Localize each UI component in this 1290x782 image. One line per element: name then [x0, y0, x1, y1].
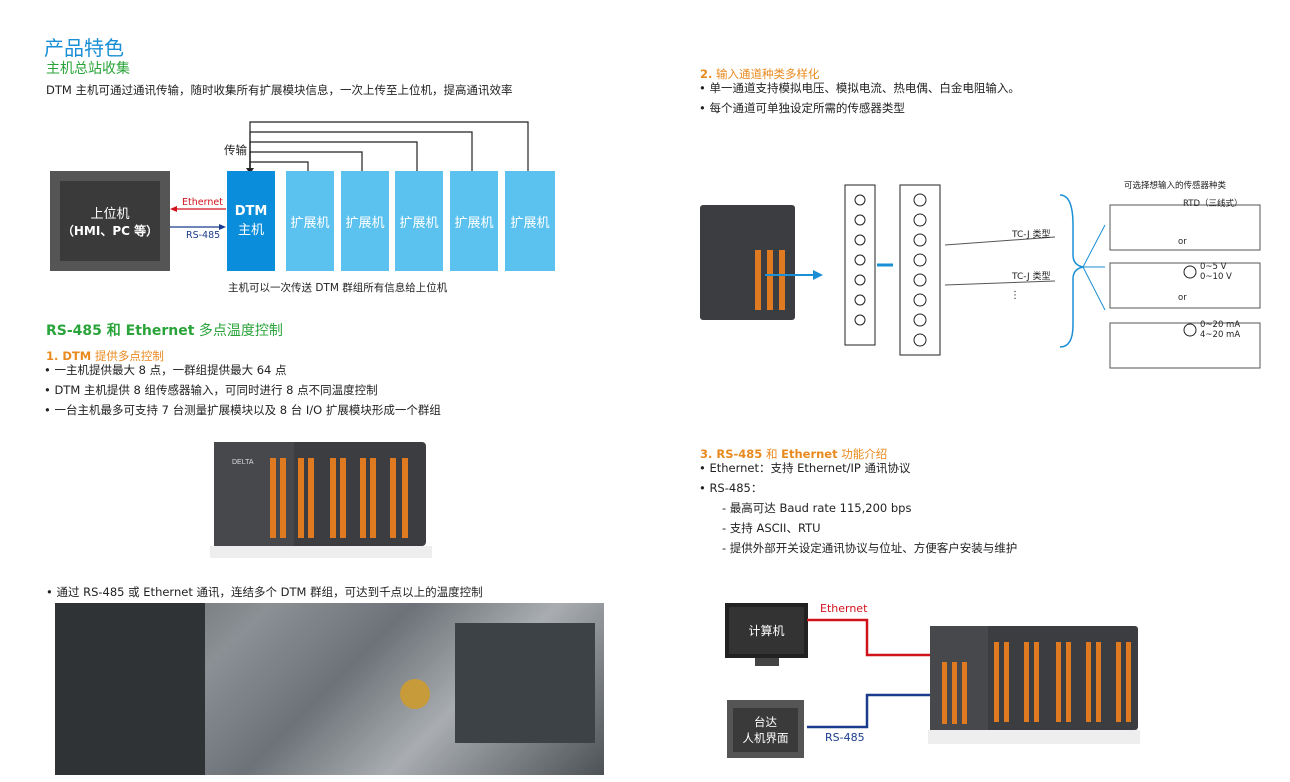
monitor-stand — [755, 658, 779, 666]
network-lines — [807, 618, 933, 729]
voltage-range-1: 0~5 V — [1200, 262, 1227, 272]
bullet-item: • RS-485： — [699, 481, 763, 495]
rtd-label: RTD（三线式） — [1183, 199, 1243, 209]
comm-title-c: Ethernet — [781, 447, 838, 461]
tcj-label-1: TC-J 类型 — [1012, 230, 1051, 240]
computer-monitor: 计算机 — [725, 603, 808, 658]
dtm-host-box: DTM 主机 — [227, 171, 275, 271]
current-range: 0~20 mA 4~20 mA — [1200, 320, 1240, 340]
diagram-caption: 主机可以一次传送 DTM 群组所有信息给上位机 — [228, 282, 448, 294]
collect-description: DTM 主机可通过通讯传输，随时收集所有扩展模块信息，一次上传至上位机，提高通讯… — [46, 83, 513, 97]
extension-box-1: 扩展机 — [286, 171, 334, 271]
sub-bullet-item: - 支持 ASCII、RTU — [722, 521, 821, 535]
comm-title-d: 功能介绍 — [837, 447, 888, 461]
current-range-1: 0~20 mA — [1200, 320, 1241, 330]
hmi-frame: 台达 人机界面 — [727, 700, 804, 758]
section-title-multipoint: RS-485 和 Ethernet 多点温度控制 — [46, 320, 283, 340]
input-title-b: 输入通道种类多样化 — [712, 67, 820, 81]
subsection-1-b: 提供多点控制 — [91, 349, 164, 363]
hmi-label-1: 台达 — [754, 715, 777, 729]
multipoint-title-b: 多点温度控制 — [194, 323, 283, 339]
section-title-input: 2. 输入通道种类多样化 — [700, 63, 820, 82]
voltage-range: 0~5 V 0~10 V — [1200, 262, 1232, 282]
dtm-label: DTM — [234, 204, 268, 219]
multipoint-bullets: • 一主机提供最大 8 点，一群组提供最大 64 点 • DTM 主机提供 8 … — [44, 360, 441, 420]
comm-title-b: 和 — [762, 447, 782, 461]
hmi-label-2: 人机界面 — [742, 731, 789, 745]
network-rs485-label: RS-485 — [825, 731, 865, 744]
host-pc-frame: 上位机 （HMI、PC 等） — [50, 171, 170, 271]
dtm-group-image — [928, 626, 1140, 744]
host-sublabel: （HMI、PC 等） — [61, 224, 159, 238]
comm-title-a: 3. RS-485 — [700, 447, 763, 461]
dtm-product-image: DELTA — [210, 442, 432, 558]
bottom-note: • 通过 RS-485 或 Ethernet 通讯，连结多个 DTM 群组，可达… — [46, 585, 483, 599]
bullet-item: • 一台主机最多可支持 7 台测量扩展模块以及 8 台 I/O 扩展模块形成一个… — [44, 403, 441, 417]
section-title-comm: 3. RS-485 和 Ethernet 功能介绍 — [700, 443, 887, 462]
or-label-2: or — [1178, 293, 1187, 303]
input-diagram — [700, 184, 1261, 369]
tcj-label-2: TC-J 类型 — [1012, 272, 1051, 282]
sub-bullet-item: - 最高可达 Baud rate 115,200 bps — [722, 501, 912, 515]
host-pc-box: 上位机 （HMI、PC 等） — [60, 181, 160, 261]
extension-box-2: 扩展机 — [341, 171, 389, 271]
factory-photo — [55, 603, 604, 775]
extension-box-3: 扩展机 — [395, 171, 443, 271]
hmi-screen: 台达 人机界面 — [733, 708, 798, 752]
bullet-item: • 每个通道可单独设定所需的传感器类型 — [699, 101, 905, 115]
network-ethernet-label: Ethernet — [820, 602, 868, 615]
input-bullets: • 单一通道支持模拟电压、模拟电流、热电偶、白金电阻输入。 • 每个通道可单独设… — [699, 78, 1020, 118]
subsection-title-1: 1. DTM 提供多点控制 — [46, 345, 164, 364]
transmit-label: 传输 — [224, 143, 247, 157]
multipoint-title-a: RS-485 和 Ethernet — [46, 323, 195, 339]
host-label: 上位机 — [90, 207, 130, 222]
link-arrows — [170, 206, 226, 230]
subsection-1-a: 1. DTM — [46, 349, 92, 363]
input-title-a: 2. — [700, 67, 713, 81]
computer-label: 计算机 — [729, 607, 804, 654]
factory-photo-shadow — [55, 603, 205, 775]
rs485-label: RS-485 — [186, 230, 221, 241]
dtm-sublabel: 主机 — [237, 223, 264, 238]
brass-fitting — [400, 679, 430, 709]
bullet-item: • 一主机提供最大 8 点，一群组提供最大 64 点 — [44, 363, 287, 377]
extension-box-4: 扩展机 — [450, 171, 498, 271]
machine-part — [455, 623, 595, 743]
current-range-2: 4~20 mA — [1200, 330, 1241, 340]
page-title: 产品特色 — [44, 36, 124, 60]
more-dots: ⋮ — [1010, 290, 1020, 301]
ethernet-label: Ethernet — [182, 197, 223, 208]
extension-box-5: 扩展机 — [505, 171, 555, 271]
bullet-item: • 单一通道支持模拟电压、模拟电流、热电偶、白金电阻输入。 — [699, 81, 1020, 95]
sensor-title: 可选择想输入的传感器种类 — [1124, 181, 1227, 191]
bullet-item: • Ethernet：支持 Ethernet/IP 通讯协议 — [699, 461, 911, 475]
product-brand: DELTA — [232, 459, 254, 466]
sub-bullet-item: - 提供外部开关设定通讯协议与位址、方便客户安装与维护 — [722, 541, 1018, 555]
voltage-range-2: 0~10 V — [1200, 272, 1232, 282]
or-label-1: or — [1178, 237, 1187, 247]
section-title-collect: 主机总站收集 — [46, 61, 130, 77]
bullet-item: • DTM 主机提供 8 组传感器输入，可同时进行 8 点不同温度控制 — [44, 383, 378, 397]
comm-sub-bullets: - 最高可达 Baud rate 115,200 bps - 支持 ASCII、… — [722, 498, 1017, 558]
comm-bullets: • Ethernet：支持 Ethernet/IP 通讯协议 • RS-485： — [699, 458, 911, 498]
